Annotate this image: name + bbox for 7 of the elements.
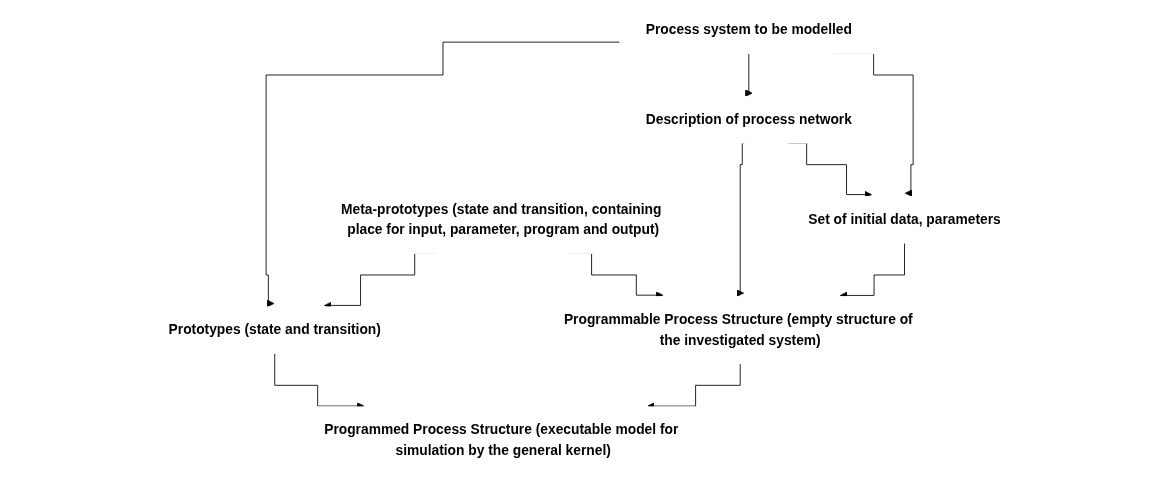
node-text: Description of process network <box>646 112 853 127</box>
node-text: Meta-prototypes (state and transition, containing place for input, parameter, program and output) <box>341 201 662 238</box>
node-text: Programmed Process Structure (executable model for simulation by the general kernel) <box>324 422 679 458</box>
node-text: Set of initial data, parameters <box>808 212 1002 227</box>
node-text: Programmable Process Structure (empty structure of the investigated system) <box>564 312 913 348</box>
node-text: Process system to be modelled <box>646 22 853 38</box>
node-text: Prototypes (state and transition) <box>168 322 382 338</box>
